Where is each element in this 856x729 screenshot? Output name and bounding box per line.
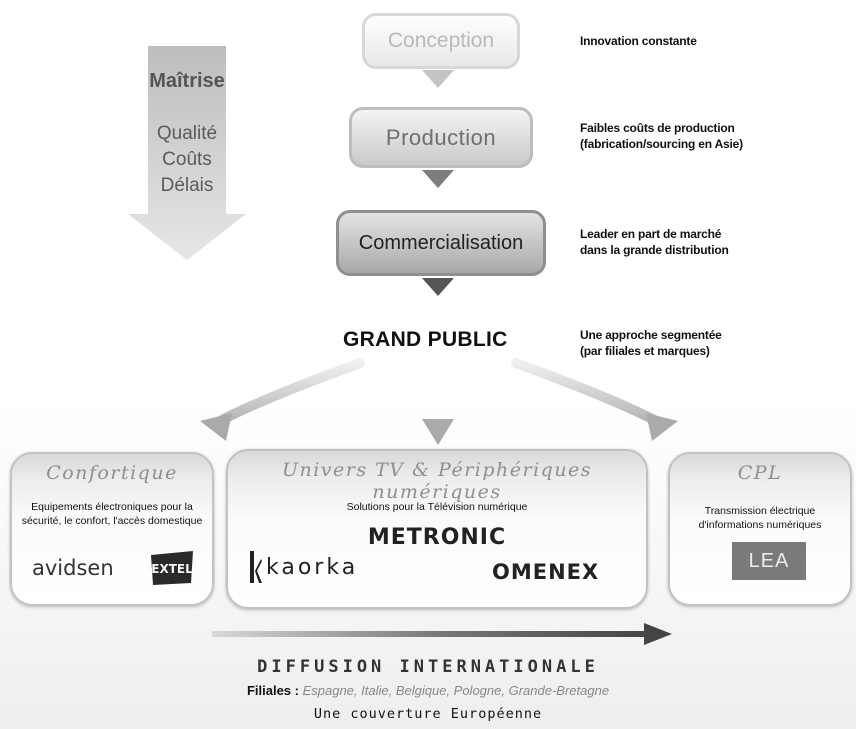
- panel-title: CPL: [737, 462, 783, 484]
- note-line: dans la grande distribution: [580, 243, 729, 257]
- mastery-item-quality: Qualité: [156, 123, 218, 144]
- panel-subtitle: Transmission électrique d'informations n…: [698, 505, 822, 531]
- filiales-label: Filiales :: [246, 683, 299, 698]
- curved-arrow-icon: [200, 358, 365, 441]
- panel-subtitle: Equipements électroniques pour la sécuri…: [21, 501, 203, 527]
- panel-title: Univers TV & Périphériques numériques: [281, 459, 593, 503]
- panel-title: Confortique: [46, 462, 178, 484]
- down-arrow-icon: [422, 70, 454, 88]
- note-line: Innovation constante: [580, 34, 697, 48]
- note-line: (par filiales et marques): [580, 344, 710, 358]
- panel-subtitle: Solutions pour la Télévision numérique: [346, 501, 528, 513]
- note-line: Une approche segmentée: [580, 328, 722, 342]
- note-line: Faibles coûts de production: [580, 121, 735, 135]
- fan-arrows: [200, 358, 678, 445]
- step-conception: Conception: [362, 13, 520, 69]
- step-production: Production: [349, 107, 533, 168]
- note-grand-public: Une approche segmentée (par filiales et …: [580, 327, 722, 359]
- note-commercialisation: Leader en part de marché dans la grande …: [580, 226, 729, 258]
- logo-avidsen: avidsen: [32, 556, 114, 580]
- mastery-down-arrow-icon: [128, 46, 246, 260]
- curved-arrow-icon: [422, 358, 454, 445]
- down-arrow-icon: [422, 278, 454, 296]
- right-arrow-icon: [212, 623, 672, 645]
- logo-kaorka: kaorka: [266, 555, 359, 580]
- filiales-list: Espagne, Italie, Belgique, Pologne, Gran…: [302, 683, 610, 698]
- panel-cpl: CPL Transmission électrique d'informatio…: [668, 452, 852, 606]
- kaorka-mark-icon: [250, 551, 262, 583]
- logo-metronic: METRONIC: [367, 525, 507, 550]
- footer-filiales: Filiales : Espagne, Italie, Belgique, Po…: [0, 683, 856, 698]
- note-line: Leader en part de marché: [580, 227, 722, 241]
- mastery-item-costs: Coûts: [162, 149, 212, 170]
- mastery-title: Maîtrise: [149, 70, 225, 92]
- curved-arrow-icon: [511, 358, 678, 441]
- step-commercialisation: Commercialisation: [336, 210, 546, 276]
- mastery-item-delays: Délais: [160, 175, 214, 196]
- note-conception: Innovation constante: [580, 33, 697, 49]
- logo-extel-text: EXTEL: [151, 562, 193, 576]
- panel-confortique: Confortique Equipements électroniques po…: [10, 452, 214, 606]
- down-arrow-icon: [422, 170, 454, 188]
- footer-title: DIFFUSION INTERNATIONALE: [257, 657, 599, 677]
- note-line: (fabrication/sourcing en Asie): [580, 137, 743, 151]
- footer-coverage: Une couverture Européenne: [313, 706, 543, 722]
- note-production: Faibles coûts de production (fabrication…: [580, 120, 743, 152]
- panel-univers-tv: Univers TV & Périphériques numériques So…: [226, 449, 648, 609]
- target-grand-public: GRAND PUBLIC: [343, 328, 508, 351]
- logo-omenex: OMENEX: [492, 560, 600, 584]
- logo-lea: LEA: [732, 542, 806, 580]
- logo-extel: EXTEL: [151, 551, 193, 585]
